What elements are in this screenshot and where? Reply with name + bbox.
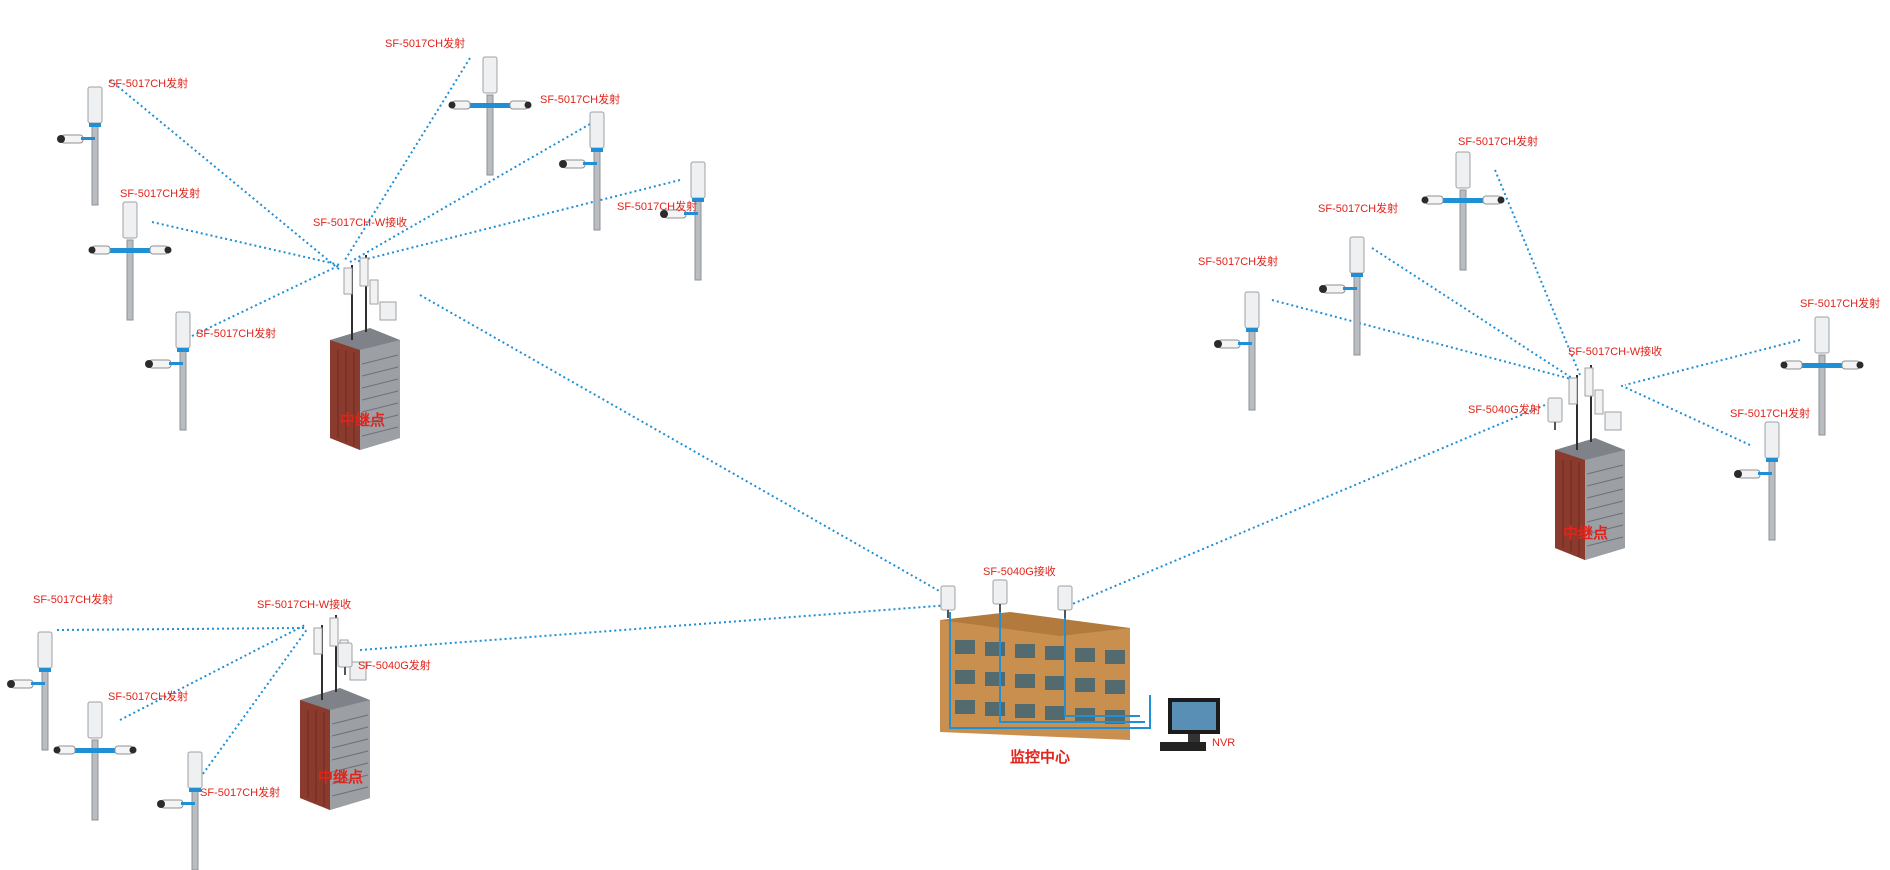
tx-label: SF-5017CH发射: [196, 326, 276, 340]
tx-label: SF-5017CH发射: [33, 592, 113, 606]
tx-label: SF-5017CH发射: [385, 36, 465, 50]
center-label: 监控中心: [1010, 748, 1070, 766]
tx-label: SF-5017CH发射: [1730, 406, 1810, 420]
tx-5040-label: SF-5040G发射: [358, 658, 431, 672]
tx-label: SF-5017CH发射: [120, 186, 200, 200]
camera-pole: [659, 161, 706, 281]
nvr-monitor-icon: [1160, 698, 1220, 751]
nvr-label: NVR: [1212, 737, 1235, 749]
rx-center-label: SF-5040G接收: [983, 564, 1056, 578]
tx-label: SF-5017CH发射: [1198, 254, 1278, 268]
camera-pole: [1318, 236, 1365, 356]
tx-label: SF-5017CH发射: [1800, 296, 1880, 310]
camera-pole: [448, 56, 532, 176]
camera-pole: [144, 311, 191, 431]
antenna-icon: [1547, 397, 1563, 431]
tx-label: SF-5017CH发射: [200, 785, 280, 799]
antenna-icon: [940, 585, 956, 619]
camera-pole: [53, 701, 137, 821]
tx-label: SF-5017CH发射: [108, 689, 188, 703]
rx-relay-label: SF-5017CH-W接收: [257, 597, 351, 611]
camera-pole: [56, 86, 103, 206]
antenna-icon: [992, 579, 1008, 613]
rx-relay-label: SF-5017CH-W接收: [1568, 344, 1662, 358]
camera-pole: [88, 201, 172, 321]
relay-label: 中继点: [1563, 524, 1608, 542]
camera-pole: [6, 631, 53, 751]
antenna-icon: [1057, 585, 1073, 619]
tx-label: SF-5017CH发射: [617, 199, 697, 213]
camera-pole: [156, 751, 203, 870]
tx-label: SF-5017CH发射: [540, 92, 620, 106]
relay-label: 中继点: [318, 768, 363, 786]
camera-pole: [1213, 291, 1260, 411]
camera-pole: [1421, 151, 1505, 271]
tx-label: SF-5017CH发射: [108, 76, 188, 90]
tx-5040-label: SF-5040G发射: [1468, 402, 1541, 416]
links: [56, 57, 1801, 779]
monitoring-center-building: [940, 605, 1151, 740]
tx-label: SF-5017CH发射: [1318, 201, 1398, 215]
relay-label: 中继点: [340, 411, 385, 429]
rx-relay-label: SF-5017CH-W接收: [313, 215, 407, 229]
tx-label: SF-5017CH发射: [1458, 134, 1538, 148]
